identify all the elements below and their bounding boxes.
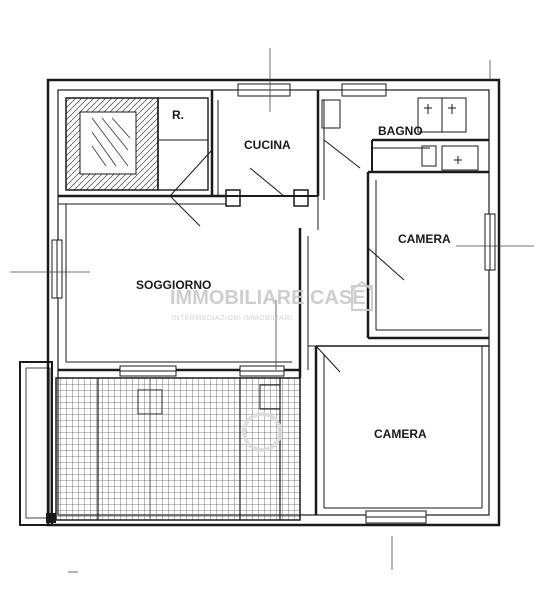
door-swings <box>169 139 405 373</box>
room-label-r: R. <box>172 108 184 122</box>
room-label-soggiorno: SOGGIORNO <box>136 278 211 292</box>
room-label-camera-bottom: CAMERA <box>374 427 427 441</box>
room-label-camera-right: CAMERA <box>398 232 451 246</box>
interior-walls <box>58 90 489 515</box>
room-label-bagno: BAGNO <box>378 124 423 138</box>
watermark: IMMOBILIARE CASE INTERMEDIAZIONI IMMOBIL… <box>170 280 373 452</box>
staircase <box>65 97 209 191</box>
watermark-faint-mark <box>242 412 282 452</box>
watermark-main: IMMOBILIARE CASE <box>170 287 366 309</box>
windows <box>51 83 496 524</box>
watermark-logo-icon <box>351 285 373 311</box>
bathroom-fixtures <box>321 97 479 171</box>
reference-lines <box>10 48 534 573</box>
room-label-cucina: CUCINA <box>244 138 291 152</box>
terrace <box>19 361 56 526</box>
watermark-sub: INTERMEDIAZIONI IMMOBILIARI <box>172 315 292 322</box>
